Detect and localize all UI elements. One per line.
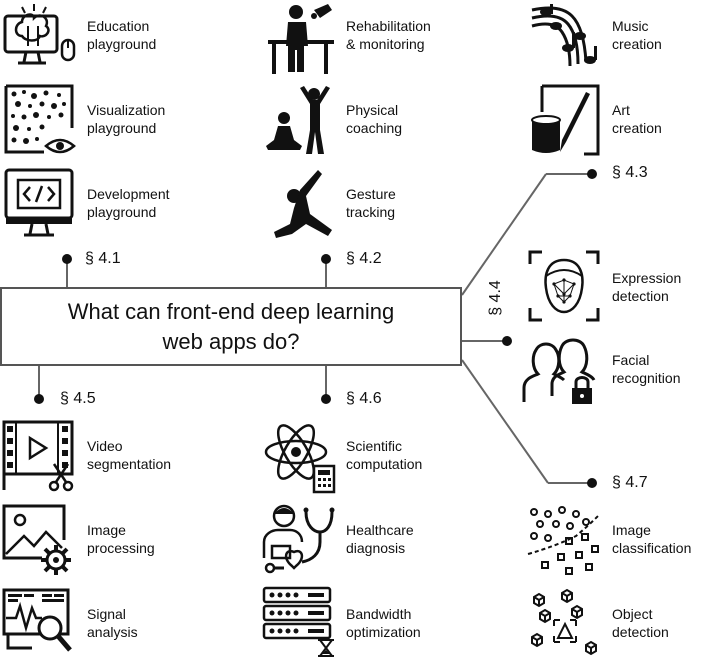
item-image-line2: processing — [87, 540, 155, 556]
item-physical-line2: coaching — [346, 120, 403, 136]
item-classification: Image classification — [612, 521, 691, 557]
node-42 — [321, 254, 331, 264]
meditation-icon — [266, 86, 330, 154]
paint-brush-icon — [531, 84, 600, 156]
item-healthcare-line2: diagnosis — [346, 540, 406, 556]
item-development-line2: playground — [87, 204, 157, 220]
item-object: Object detection — [612, 605, 669, 641]
item-signal-line2: analysis — [87, 624, 138, 640]
atom-calculator-icon — [264, 424, 336, 494]
section-label-41: § 4.1 — [85, 250, 121, 267]
item-object-line2: detection — [612, 624, 669, 640]
node-43 — [587, 169, 597, 179]
item-signal-line1: Signal — [87, 606, 126, 622]
node-41 — [62, 254, 72, 264]
item-gesture-line2: tracking — [346, 204, 396, 220]
face-scan-icon — [528, 250, 600, 322]
item-music-line2: creation — [612, 36, 662, 52]
parallel-bars-icon — [268, 4, 334, 74]
item-physical-line1: Physical — [346, 102, 399, 118]
item-art: Art creation — [612, 101, 662, 137]
computer-brain-icon — [3, 4, 76, 65]
profile-lock-icon — [522, 338, 596, 404]
item-facial-line1: Facial — [612, 352, 650, 368]
film-scissors-icon — [2, 420, 74, 492]
cubes-box-icon — [531, 588, 597, 656]
item-signal: Signal analysis — [87, 605, 138, 641]
section-label-45: § 4.5 — [60, 390, 96, 407]
item-visualization: Visualization playground — [87, 101, 165, 137]
item-education-line2: playground — [87, 36, 157, 52]
item-image-line1: Image — [87, 522, 126, 538]
node-44 — [502, 336, 512, 346]
item-video: Video segmentation — [87, 437, 171, 473]
section-label-46: § 4.6 — [346, 390, 382, 407]
connector-43a — [461, 173, 547, 296]
item-bandwidth-line2: optimization — [346, 624, 421, 640]
doctor-stethoscope-icon — [262, 504, 335, 574]
item-art-line1: Art — [612, 102, 630, 118]
item-gesture-line1: Gesture — [346, 186, 396, 202]
item-classification-line2: classification — [612, 540, 692, 556]
item-music-line1: Music — [612, 18, 649, 34]
item-healthcare: Healthcare diagnosis — [346, 521, 414, 557]
item-music: Music creation — [612, 17, 662, 53]
server-hourglass-icon — [262, 586, 334, 657]
dots-eye-icon — [4, 84, 76, 154]
node-47 — [587, 478, 597, 488]
item-video-line1: Video — [87, 438, 123, 454]
item-development: Development playground — [87, 185, 170, 221]
item-expression-line2: detection — [612, 288, 669, 304]
scatter-classes-icon — [527, 506, 599, 575]
item-expression-line1: Expression — [612, 270, 682, 286]
item-video-line2: segmentation — [87, 456, 172, 472]
item-bandwidth: Bandwidth optimization — [346, 605, 421, 641]
section-label-42: § 4.2 — [346, 250, 382, 267]
item-facial: Facial recognition — [612, 351, 681, 387]
node-45 — [34, 394, 44, 404]
item-expression: Expression detection — [612, 269, 681, 305]
item-rehabilitation-line1: Rehabilitation — [346, 18, 431, 34]
item-physical: Physical coaching — [346, 101, 402, 137]
item-image: Image processing — [87, 521, 155, 557]
item-scientific-line2: computation — [346, 456, 423, 472]
section-label-43: § 4.3 — [612, 164, 648, 181]
item-healthcare-line1: Healthcare — [346, 522, 414, 538]
item-development-line1: Development — [87, 186, 170, 202]
picture-gear-icon — [2, 504, 71, 575]
central-question-line1: What can front-end deep learning — [67, 298, 395, 324]
item-art-line2: creation — [612, 120, 662, 136]
item-bandwidth-line1: Bandwidth — [346, 606, 412, 622]
item-gesture: Gesture tracking — [346, 185, 396, 221]
connector-47a — [461, 359, 549, 484]
central-question-line2: web apps do? — [162, 328, 300, 354]
item-object-line1: Object — [612, 606, 653, 622]
item-education: Education playground — [87, 17, 156, 53]
item-visualization-line1: Visualization — [87, 102, 166, 118]
section-label-47: § 4.7 — [612, 474, 648, 491]
item-visualization-line2: playground — [87, 120, 157, 136]
central-question-box: What can front-end deep learning web app… — [0, 287, 462, 366]
item-scientific-line1: Scientific — [346, 438, 403, 454]
music-notes-icon — [531, 4, 597, 67]
item-classification-line1: Image — [612, 522, 651, 538]
stretching-person-icon — [274, 170, 332, 238]
section-label-44: § 4.4 — [486, 280, 504, 316]
item-rehabilitation: Rehabilitation & monitoring — [346, 17, 431, 53]
waveform-magnifier-icon — [2, 588, 72, 652]
code-monitor-icon — [4, 168, 74, 237]
item-education-line1: Education — [87, 18, 150, 34]
item-rehabilitation-line2: & monitoring — [346, 36, 425, 52]
node-46 — [321, 394, 331, 404]
item-facial-line2: recognition — [612, 370, 681, 386]
item-scientific: Scientific computation — [346, 437, 422, 473]
